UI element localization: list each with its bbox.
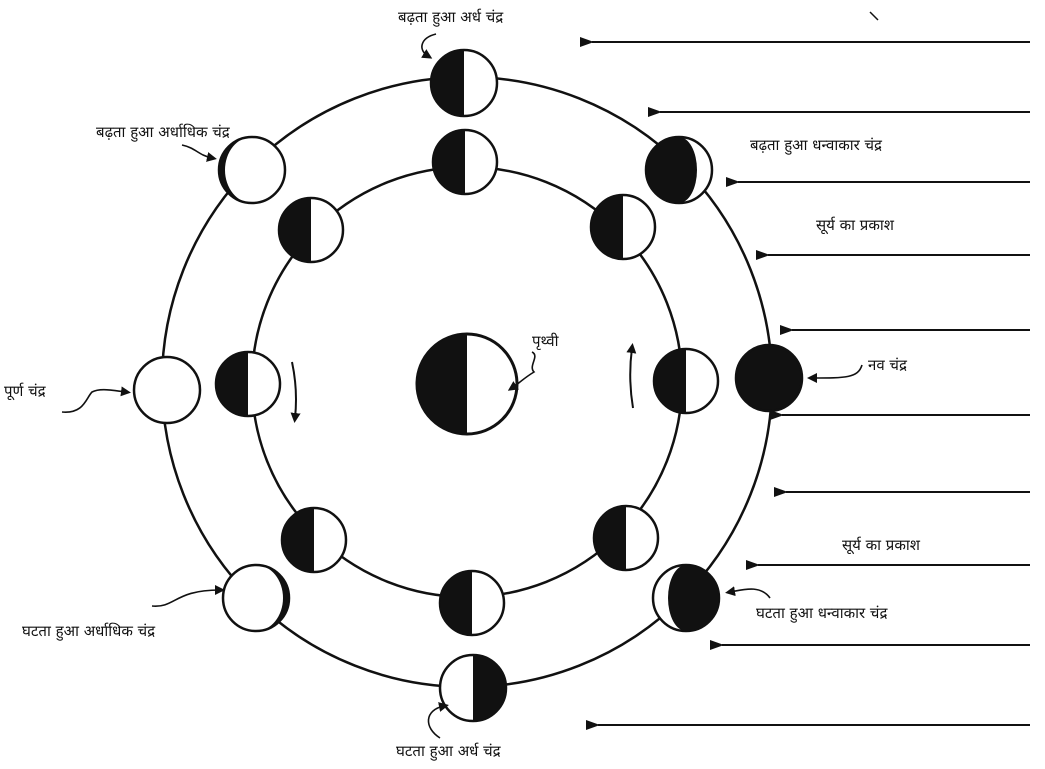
label-sunlight-top: सूर्य का प्रकाश (816, 216, 895, 235)
label-earth: पृथ्वी (532, 332, 560, 351)
pointer-new-moon (812, 365, 862, 378)
waxing-half-moon (431, 50, 497, 116)
inner-moon (433, 130, 497, 194)
inner-moon (282, 508, 346, 572)
label-waning-gibbous: घटता हुआ अर्धाधिक चंद्र (22, 622, 156, 641)
pointer-waxing-half (422, 34, 436, 56)
inner-moon (654, 349, 718, 413)
orbit-arrow-left (292, 362, 296, 418)
pointer-waning-gibbous (152, 590, 220, 606)
stray-mark (870, 12, 878, 20)
label-sunlight-bottom: सूर्य का प्रकाश (842, 536, 921, 555)
inner-moon (216, 352, 280, 416)
waxing-gibbous-moon (219, 137, 285, 203)
label-waxing-crescent: बढ़ता हुआ धन्वाकार चंद्र (750, 136, 883, 155)
inner-moon (279, 198, 343, 262)
label-waning-half: घटता हुआ अर्ध चंद्र (396, 742, 502, 761)
pointer-waning-half (428, 706, 444, 738)
label-new-moon: नव चंद्र (868, 356, 908, 374)
label-waxing-gibbous: बढ़ता हुआ अर्धाधिक चंद्र (96, 123, 231, 142)
waxing-crescent-moon (646, 137, 712, 203)
earth (417, 334, 517, 434)
label-waxing-half: बढ़ता हुआ अर्ध चंद्र (398, 8, 504, 27)
inner-moon (591, 195, 655, 259)
new-moon (736, 345, 802, 411)
inner-moon (594, 506, 658, 570)
waning-half-moon (440, 655, 506, 721)
waning-crescent-moon (653, 565, 719, 631)
full-moon (134, 357, 200, 423)
waning-gibbous-moon (223, 565, 289, 631)
orbit-arrow-right (630, 348, 633, 408)
label-waning-crescent: घटता हुआ धन्वाकार चंद्र (756, 604, 888, 623)
pointer-full-moon (62, 390, 126, 412)
inner-moon (440, 571, 504, 635)
pointer-waning-crescent (730, 589, 770, 598)
label-full-moon: पूर्ण चंद्र (4, 382, 47, 401)
pointer-waxing-gibbous (182, 145, 212, 158)
